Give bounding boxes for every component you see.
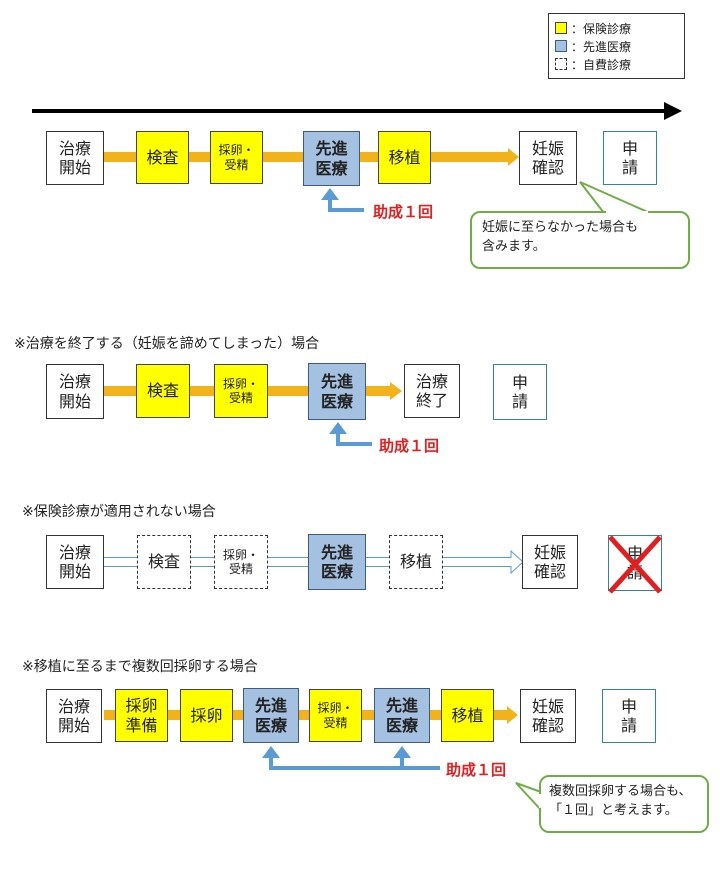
step3-pregnancy: 妊娠 確認 xyxy=(522,535,578,589)
step-exam: 検査 xyxy=(136,131,189,184)
step3-start: 治療 開始 xyxy=(46,535,104,589)
grant-label-4: 助成１回 xyxy=(446,761,507,779)
grant-label-1: 助成１回 xyxy=(373,203,434,221)
heading-3: ※保険診療が適用されない場合 xyxy=(22,504,216,520)
legend-swatch-yellow xyxy=(555,22,567,34)
step4-apply: 申 請 xyxy=(602,689,656,743)
step4-prep: 採卵 準備 xyxy=(115,689,168,742)
step4-fertilize: 採卵・ 受精 xyxy=(309,689,362,742)
legend: ：保険診療 ：先進医療 ：自費診療 xyxy=(548,13,685,79)
callout-bubble-4: 複数回採卵する場合も、 「１回」と考えます。 xyxy=(539,775,709,833)
bubble-tail-cover-4 xyxy=(539,794,542,808)
legend-advanced: ：先進医療 xyxy=(549,37,684,55)
step2-end: 治療 終了 xyxy=(404,364,460,418)
step2-exam: 検査 xyxy=(136,364,190,418)
grant-label-2: 助成１回 xyxy=(379,437,440,455)
legend-swatch-dashed xyxy=(555,58,567,70)
step-pregnancy: 妊娠 確認 xyxy=(519,131,577,185)
legend-self-pay: ：自費診療 xyxy=(549,55,684,73)
callout-bubble-1: 妊娠に至らなかった場合も 含みます。 xyxy=(470,211,690,269)
step4-pregnancy: 妊娠 確認 xyxy=(520,689,576,743)
step2-apply: 申 請 xyxy=(493,364,547,420)
legend-swatch-blue xyxy=(555,40,567,52)
step3-exam: 検査 xyxy=(137,535,191,589)
heading-2: ※治療を終了する（妊娠を諦めてしまった）場合 xyxy=(14,336,320,352)
legend-insurance: ：保険診療 xyxy=(549,19,684,37)
flow-arrow-4 xyxy=(104,710,510,720)
step3-advanced: 先進 医療 xyxy=(308,534,366,590)
step2-advanced: 先進 医療 xyxy=(308,363,366,420)
step3-apply: 申 請 xyxy=(608,535,662,591)
step4-advanced-1: 先進 医療 xyxy=(243,688,299,743)
step4-transfer: 移植 xyxy=(441,689,494,742)
step-transfer: 移植 xyxy=(378,131,431,184)
step4-retrieval: 採卵 xyxy=(180,689,233,742)
step3-transfer: 移植 xyxy=(389,535,443,589)
step-apply: 申 請 xyxy=(603,131,657,185)
step2-retrieval: 採卵・ 受精 xyxy=(214,364,268,418)
step-start: 治療 開始 xyxy=(46,131,104,185)
step4-advanced-2: 先進 医療 xyxy=(374,688,430,743)
step-advanced: 先進 医療 xyxy=(303,131,360,186)
bubble-tail-cover-1 xyxy=(606,211,648,214)
step-retrieval: 採卵・ 受精 xyxy=(210,131,263,184)
step3-retrieval: 採卵・ 受精 xyxy=(214,535,268,589)
step4-start: 治療 開始 xyxy=(46,689,102,743)
heading-4: ※移植に至るまで複数回採卵する場合 xyxy=(22,659,258,675)
step2-start: 治療 開始 xyxy=(46,364,104,419)
